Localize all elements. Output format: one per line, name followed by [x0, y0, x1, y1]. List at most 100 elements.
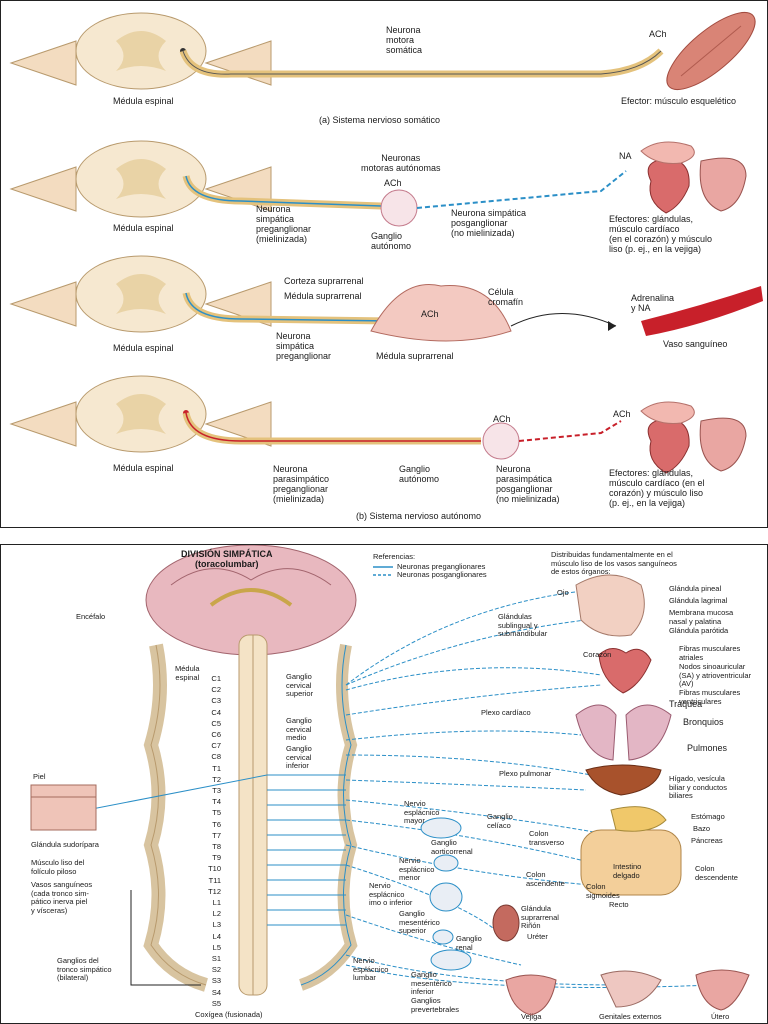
row3-adrenaline-label: Adrenalina y NA	[631, 293, 675, 313]
liver-icon	[585, 764, 662, 796]
segment-label-t4: T4	[212, 797, 221, 807]
ganglion-cervical-medio-label: Ganglio cervical medio	[286, 716, 312, 742]
pancreas-label: Páncreas	[691, 836, 723, 845]
ganglion-cervical-inferior-label: Ganglio cervical inferior	[286, 744, 312, 770]
legend-pre-label: Neuronas preganglionares	[397, 562, 486, 571]
estomago-label: Estómago	[691, 812, 725, 821]
ganglio-celiaco-label: Ganglio celíaco	[487, 812, 513, 830]
segment-label-t9: T9	[212, 853, 221, 863]
ureter-label: Uréter	[527, 932, 548, 941]
lungs-icon	[575, 704, 672, 761]
segment-label-c5: C5	[211, 718, 221, 728]
bazo-label: Bazo	[693, 824, 711, 833]
vejiga-label: Vejiga	[521, 1012, 542, 1021]
row2-autonomic-neurons-label: Neuronas motoras autónomas	[361, 153, 441, 173]
ganglios-tronco-label: Ganglios del tronco simpático (bilateral…	[57, 956, 112, 982]
nervio-mayor-label: Nervio esplácnico mayor	[404, 799, 440, 825]
row1-spinal-cord	[9, 12, 272, 90]
pulmones-label: Pulmones	[687, 743, 728, 753]
plexo-cardiaco-label: Plexo cardíaco	[481, 708, 531, 717]
nervio-lumbar-label: Nervio esplácnico lumbar	[353, 956, 389, 982]
segment-label-t10: T10	[208, 864, 221, 874]
row1-effector-label: Efector: músculo esquelético	[621, 96, 737, 106]
segment-label-s3: S3	[211, 976, 221, 986]
row3-preganglionic-label: Neurona simpática preganglionar	[276, 331, 332, 361]
preganglionic-fibers	[60, 774, 346, 926]
legend-post-label: Neuronas posganglionares	[397, 570, 487, 579]
row1-neuron-label: Neurona motora somática	[386, 25, 423, 55]
segment-label-c7: C7	[211, 741, 221, 751]
row2-spinal-cord-label: Médula espinal	[113, 223, 174, 233]
colon-sigmoides-label: Colon sigmoides	[586, 882, 620, 900]
skin-icon	[30, 784, 97, 831]
row3-medulla-label: Médula suprarrenal	[284, 291, 362, 301]
piel-label: Piel	[33, 772, 46, 781]
segment-label-c4: C4	[211, 707, 221, 717]
heart-icon	[647, 418, 690, 474]
nervio-menor-label: Nervio esplácnico menor	[399, 856, 435, 882]
row2-postganglionic-label: Neurona simpática posganglionar (no miel…	[451, 208, 527, 238]
segment-label-c6: C6	[211, 730, 221, 739]
segment-label-t6: T6	[212, 819, 221, 829]
fibras-ventriculares-label: Fibras musculares ventriculares	[679, 688, 741, 706]
row4-postganglionic-label: Neurona parasimpática posganglionar (no …	[496, 464, 560, 504]
plexo-pulmonar-label: Plexo pulmonar	[499, 769, 552, 778]
heart-icon	[647, 158, 690, 214]
row1-spinal-cord-label: Médula espinal	[113, 96, 174, 106]
bronquios-label: Bronquios	[683, 717, 724, 727]
gland-icon	[640, 141, 695, 164]
segment-label-s1: S1	[211, 954, 221, 963]
segment-label-s4: S4	[211, 987, 221, 997]
distributed-note: Distribuidas fundamentalmente en el músc…	[551, 550, 677, 576]
ganglio-aorticorrenal-label: Ganglio aorticorrenal	[431, 838, 473, 856]
segment-label-l4: L4	[212, 931, 221, 941]
row4-ach-effector-label: ACh	[613, 409, 631, 419]
row2-spinal-cord	[9, 140, 272, 218]
ganglio-renal-label: Ganglio renal	[456, 934, 482, 952]
segment-label-t3: T3	[212, 786, 221, 795]
prevertebral-ganglia	[420, 817, 472, 971]
segment-label-t11: T11	[208, 875, 221, 885]
membrana-label: Membrana mucosa nasal y palatina	[669, 608, 734, 626]
row4-ganglion	[482, 422, 520, 460]
row1-ach-label: ACh	[649, 29, 667, 39]
genitales-label: Genitales externos	[599, 1012, 662, 1021]
fibras-atriales-label: Fibras musculares atriales	[679, 644, 741, 662]
skeletal-muscle-icon	[666, 11, 756, 91]
row3-vessel-label: Vaso sanguíneo	[663, 339, 728, 349]
musculo-liso-label: Músculo liso del folículo piloso	[31, 858, 85, 876]
row4-ganglion-label: Ganglio autónomo	[399, 464, 440, 484]
gland-icon	[640, 401, 695, 424]
pineal-label: Glándula pineal	[669, 584, 722, 593]
row2-ganglion-label: Ganglio autónomo	[371, 231, 412, 251]
intestino-label: Intestino delgado	[613, 862, 642, 880]
row4-postganglionic-axon	[518, 420, 622, 442]
blood-vessel-icon	[641, 286, 763, 336]
segment-label-l1: L1	[212, 898, 221, 907]
row3-ach-label: ACh	[421, 309, 439, 319]
caption-b: (b) Sistema nervioso autónomo	[356, 511, 482, 521]
caption-a: (a) Sistema nervioso somático	[319, 115, 441, 125]
encefalo-label: Encéfalo	[76, 612, 106, 621]
legend-title: Referencias:	[373, 552, 416, 561]
bladder-icon	[699, 157, 747, 212]
uterus-icon	[695, 969, 750, 1011]
ganglio-mes-sup-label: Ganglio mesentérico superior	[399, 909, 440, 935]
segment-label-l5: L5	[212, 942, 221, 952]
bladder-icon	[699, 417, 747, 472]
row2-postganglionic-axon	[416, 170, 627, 209]
segment-label-t8: T8	[212, 842, 221, 851]
corazon-label: Corazón	[583, 650, 612, 659]
row4-spinal-cord-label: Médula espinal	[113, 463, 174, 473]
vasos-label: Vasos sanguíneos (cada tronco sim- pátic…	[31, 880, 93, 915]
traquea-label: Tráquea	[669, 699, 703, 709]
row3-medulla-bottom-label: Médula suprarrenal	[376, 351, 454, 361]
segment-label-t1: T1	[212, 763, 221, 773]
ganglios-prev-label: Ganglios prevertebrales	[411, 996, 459, 1014]
row2-ach-label: ACh	[384, 178, 402, 188]
head-profile-icon	[575, 574, 645, 637]
row3-cortex-label: Corteza suprarrenal	[284, 276, 364, 286]
nodos-label: Nodos sinoauricular (SA) y atrioventricu…	[679, 662, 752, 688]
segment-label-c1: C1	[211, 674, 221, 683]
sympathetic-division-panel: DIVISIÓN SIMPÁTICA (toracolumbar) Refere…	[0, 544, 768, 1024]
